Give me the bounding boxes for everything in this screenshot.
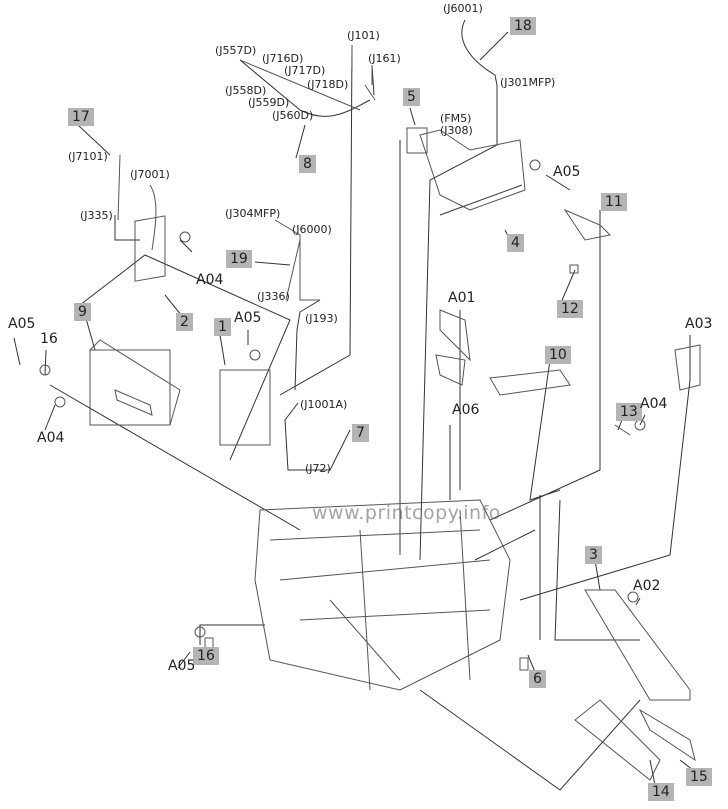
connector-label: (J560D) <box>272 109 314 122</box>
connector-label: (J101) <box>347 29 380 42</box>
connector-label: (J193) <box>305 312 338 325</box>
callout-9: 9 <box>74 303 91 321</box>
part-5-fan <box>406 127 428 154</box>
callout-8: 8 <box>299 155 316 173</box>
part-10-guide <box>489 369 571 396</box>
part-sketches <box>39 45 701 781</box>
part-3-duct <box>584 589 691 701</box>
callout-4: 4 <box>507 234 524 252</box>
part-label-16: 16 <box>40 331 58 347</box>
connector-label: (J559D) <box>248 96 290 109</box>
callout-19: 19 <box>226 250 252 268</box>
connector-label: (J304MFP) <box>225 207 281 220</box>
screw-label-a02: A02 <box>633 578 661 594</box>
callout-13: 13 <box>616 403 642 421</box>
part-14 <box>574 699 661 781</box>
connector-label: (J72) <box>305 462 331 475</box>
callout-15: 15 <box>686 768 712 786</box>
callout-16: 16 <box>193 647 219 665</box>
part-12 <box>569 264 579 274</box>
connector-label: (J716D) <box>262 52 304 65</box>
callout-12: 12 <box>557 300 583 318</box>
connector-label: (J335) <box>80 209 113 222</box>
leader-lines <box>13 19 694 791</box>
callout-17: 17 <box>68 108 94 126</box>
screw-label-a05: A05 <box>553 164 581 180</box>
callout-2: 2 <box>176 313 193 331</box>
screw-label-a03: A03 <box>685 316 713 332</box>
part-4-assembly <box>419 129 526 211</box>
connector-label: (J1001A) <box>300 398 348 411</box>
screw-label-a05: A05 <box>234 310 262 326</box>
screw-label-a05: A05 <box>8 316 36 332</box>
connector-label: (J718D) <box>307 78 349 91</box>
connector-label: (J558D) <box>225 84 267 97</box>
connector-label: (J717D) <box>284 64 326 77</box>
screw-label-a05: A05 <box>168 658 196 674</box>
connector-label: (J161) <box>368 52 401 65</box>
part-A03 <box>674 344 701 391</box>
part-2-board <box>134 215 166 282</box>
connector-label: (J7101) <box>68 150 108 163</box>
screw-label-a04: A04 <box>196 272 224 288</box>
connector-label: (FM5) <box>440 112 472 125</box>
screw-label-a06: A06 <box>452 402 480 418</box>
connector-label: (J6000) <box>292 223 332 236</box>
screw-label-a01: A01 <box>448 290 476 306</box>
connector-label: (J336) <box>257 290 290 303</box>
part-A06 <box>435 354 466 386</box>
callout-7: 7 <box>352 424 369 442</box>
part-9-cage <box>89 349 171 426</box>
callout-18: 18 <box>510 17 536 35</box>
connector-label: (J7001) <box>130 168 170 181</box>
callout-14: 14 <box>648 783 674 801</box>
screw-label-a04: A04 <box>640 396 668 412</box>
connector-label: (J301MFP) <box>500 76 556 89</box>
part-6 <box>519 657 529 671</box>
main-chassis <box>254 499 511 691</box>
part-15 <box>638 708 696 762</box>
callout-11: 11 <box>601 193 627 211</box>
callout-1: 1 <box>214 318 231 336</box>
callout-10: 10 <box>545 346 571 364</box>
screw-label-a04: A04 <box>37 430 65 446</box>
callout-5: 5 <box>403 88 420 106</box>
callout-6: 6 <box>529 670 546 688</box>
connector-label: (J308) <box>440 124 473 137</box>
part-A01 <box>439 309 471 362</box>
part-13 <box>614 424 631 436</box>
part-11 <box>563 208 612 241</box>
connector-label: (J6001) <box>443 2 483 15</box>
callout-3: 3 <box>585 546 602 564</box>
connector-label: (J557D) <box>215 44 257 57</box>
part-1-formatter <box>219 369 271 446</box>
watermark: www.printcopy.info <box>312 502 501 524</box>
